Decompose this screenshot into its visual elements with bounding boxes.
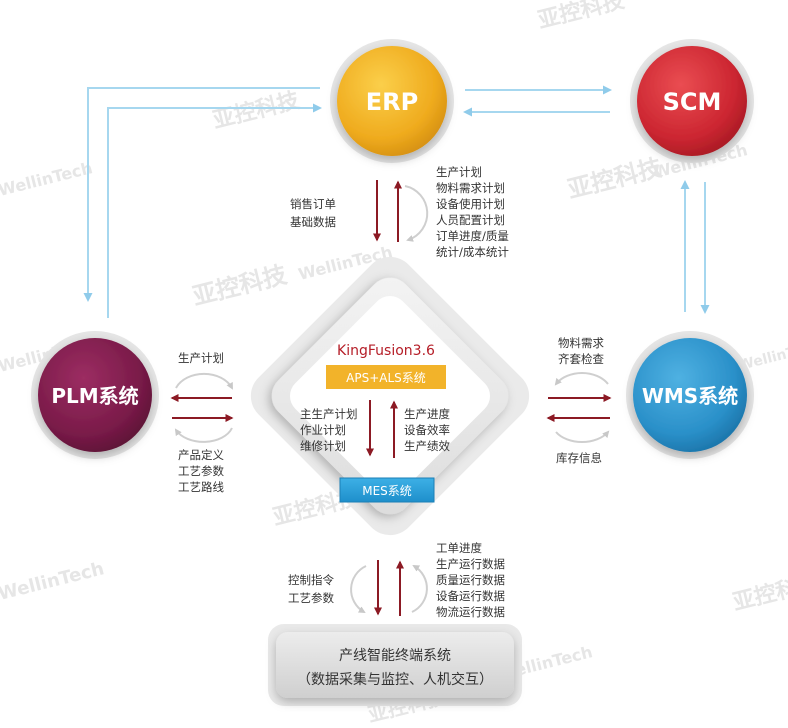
bottom-right-label: 质量运行数据	[436, 573, 505, 587]
center-left-line: 主生产计划	[300, 407, 358, 421]
aps-tag-bg	[326, 365, 446, 389]
erp-left-labels: 销售订单 基础数据	[290, 197, 336, 229]
center-diamond	[250, 256, 530, 536]
wms-bottom-label: 库存信息	[556, 451, 602, 465]
watermark-cn: 亚控科技	[565, 153, 666, 204]
kingfusion-title: KingFusion3.6	[337, 343, 435, 359]
erp-right-label: 订单进度/质量	[436, 229, 509, 243]
erp-left-label: 基础数据	[290, 215, 336, 229]
wms-circle	[633, 338, 747, 452]
terminal-left-arc	[350, 565, 367, 614]
center-right-text: 生产进度 设备效率 生产绩效	[404, 407, 450, 453]
plm-label: PLM系统	[51, 384, 138, 408]
bottom-left-label: 工艺参数	[288, 591, 334, 605]
plm-bottom-labels: 产品定义 工艺参数 工艺路线	[178, 448, 224, 494]
center-right-line: 设备效率	[404, 423, 450, 437]
erp-right-label: 物料需求计划	[436, 181, 505, 195]
wms-center-arrows	[546, 371, 612, 444]
wms-top-labels: 物料需求 齐套检查	[558, 336, 604, 366]
plm-to-erp-arrow	[107, 103, 322, 318]
wms-top-arc	[554, 371, 609, 386]
center-left-text: 主生产计划 作业计划 维修计划	[300, 407, 358, 453]
outer-connectors	[83, 85, 710, 318]
center-left-line: 作业计划	[300, 423, 346, 437]
center-right-line: 生产进度	[404, 407, 450, 421]
scm-circle	[637, 46, 747, 156]
bottom-right-label: 生产运行数据	[436, 557, 505, 571]
center-right-line: 生产绩效	[404, 439, 450, 453]
plm-bottom-label: 工艺参数	[178, 464, 224, 478]
terminal-box[interactable]: 产线智能终端系统 （数据采集与监控、人机交互）	[268, 624, 522, 706]
bottom-right-label: 物流运行数据	[436, 605, 505, 619]
wms-top-label: 物料需求	[558, 336, 604, 350]
plm-top-label: 生产计划	[178, 351, 224, 365]
watermark-en: WellinTech	[0, 558, 106, 605]
plm-bottom-label: 工艺路线	[178, 480, 224, 494]
terminal-subtitle: （数据采集与监控、人机交互）	[297, 671, 493, 688]
node-scm[interactable]: SCM	[630, 39, 754, 163]
bottom-left-labels: 控制指令 工艺参数	[288, 573, 334, 605]
plm-bottom-label: 产品定义	[178, 448, 224, 462]
erp-right-label: 设备使用计划	[436, 197, 505, 211]
node-erp[interactable]: ERP	[330, 39, 454, 163]
erp-right-label: 统计/成本统计	[436, 245, 509, 259]
watermark-cn: 亚控科技	[190, 260, 291, 311]
bottom-right-label: 设备运行数据	[436, 589, 505, 603]
node-plm[interactable]: PLM系统	[31, 331, 159, 459]
terminal-title: 产线智能终端系统	[339, 648, 451, 664]
terminal-arrows	[350, 560, 428, 616]
watermark-cn: 亚控科技	[535, 0, 628, 34]
mes-tag-label: MES系统	[362, 484, 412, 498]
terminal-inner	[276, 632, 514, 698]
erp-right-labels: 生产计划 物料需求计划 设备使用计划 人员配置计划 订单进度/质量 统计/成本统…	[436, 165, 509, 259]
diamond-inner	[289, 295, 491, 497]
erp-center-arrows	[373, 180, 429, 242]
plm-circle	[38, 338, 152, 452]
mes-tag-bg	[339, 477, 435, 503]
erp-left-label: 销售订单	[290, 197, 336, 211]
watermark-en: WellinTech	[0, 158, 94, 200]
wms-bottom-arc	[555, 430, 610, 444]
aps-tag[interactable]: APS+ALS系统	[326, 365, 446, 389]
terminal-right-arc	[411, 564, 428, 613]
erp-right-label: 人员配置计划	[436, 213, 505, 227]
erp-label: ERP	[366, 88, 418, 116]
center-left-line: 维修计划	[300, 439, 346, 453]
erp-right-label: 生产计划	[436, 165, 482, 179]
center-inner-arrows	[366, 400, 398, 458]
wms-label: WMS系统	[642, 384, 738, 408]
mes-tag[interactable]: MES系统	[339, 477, 435, 503]
aps-tag-label: APS+ALS系统	[346, 371, 426, 385]
node-wms[interactable]: WMS系统	[626, 331, 754, 459]
bottom-left-label: 控制指令	[288, 573, 334, 587]
plm-bottom-arc	[174, 427, 233, 443]
watermark-cn: 亚控科技	[730, 569, 788, 616]
plm-center-arrows	[170, 372, 234, 443]
erp-cycle-arc	[404, 185, 429, 242]
plm-top-arc	[175, 372, 233, 390]
erp-circle	[337, 46, 447, 156]
bottom-right-label: 工单进度	[436, 541, 482, 555]
scm-label: SCM	[663, 88, 722, 116]
erp-to-plm-arrow	[83, 87, 320, 302]
wms-top-label: 齐套检查	[558, 352, 604, 366]
bottom-right-labels: 工单进度 生产运行数据 质量运行数据 设备运行数据 物流运行数据	[436, 541, 505, 619]
watermark-cn: 亚控科技	[210, 87, 303, 134]
